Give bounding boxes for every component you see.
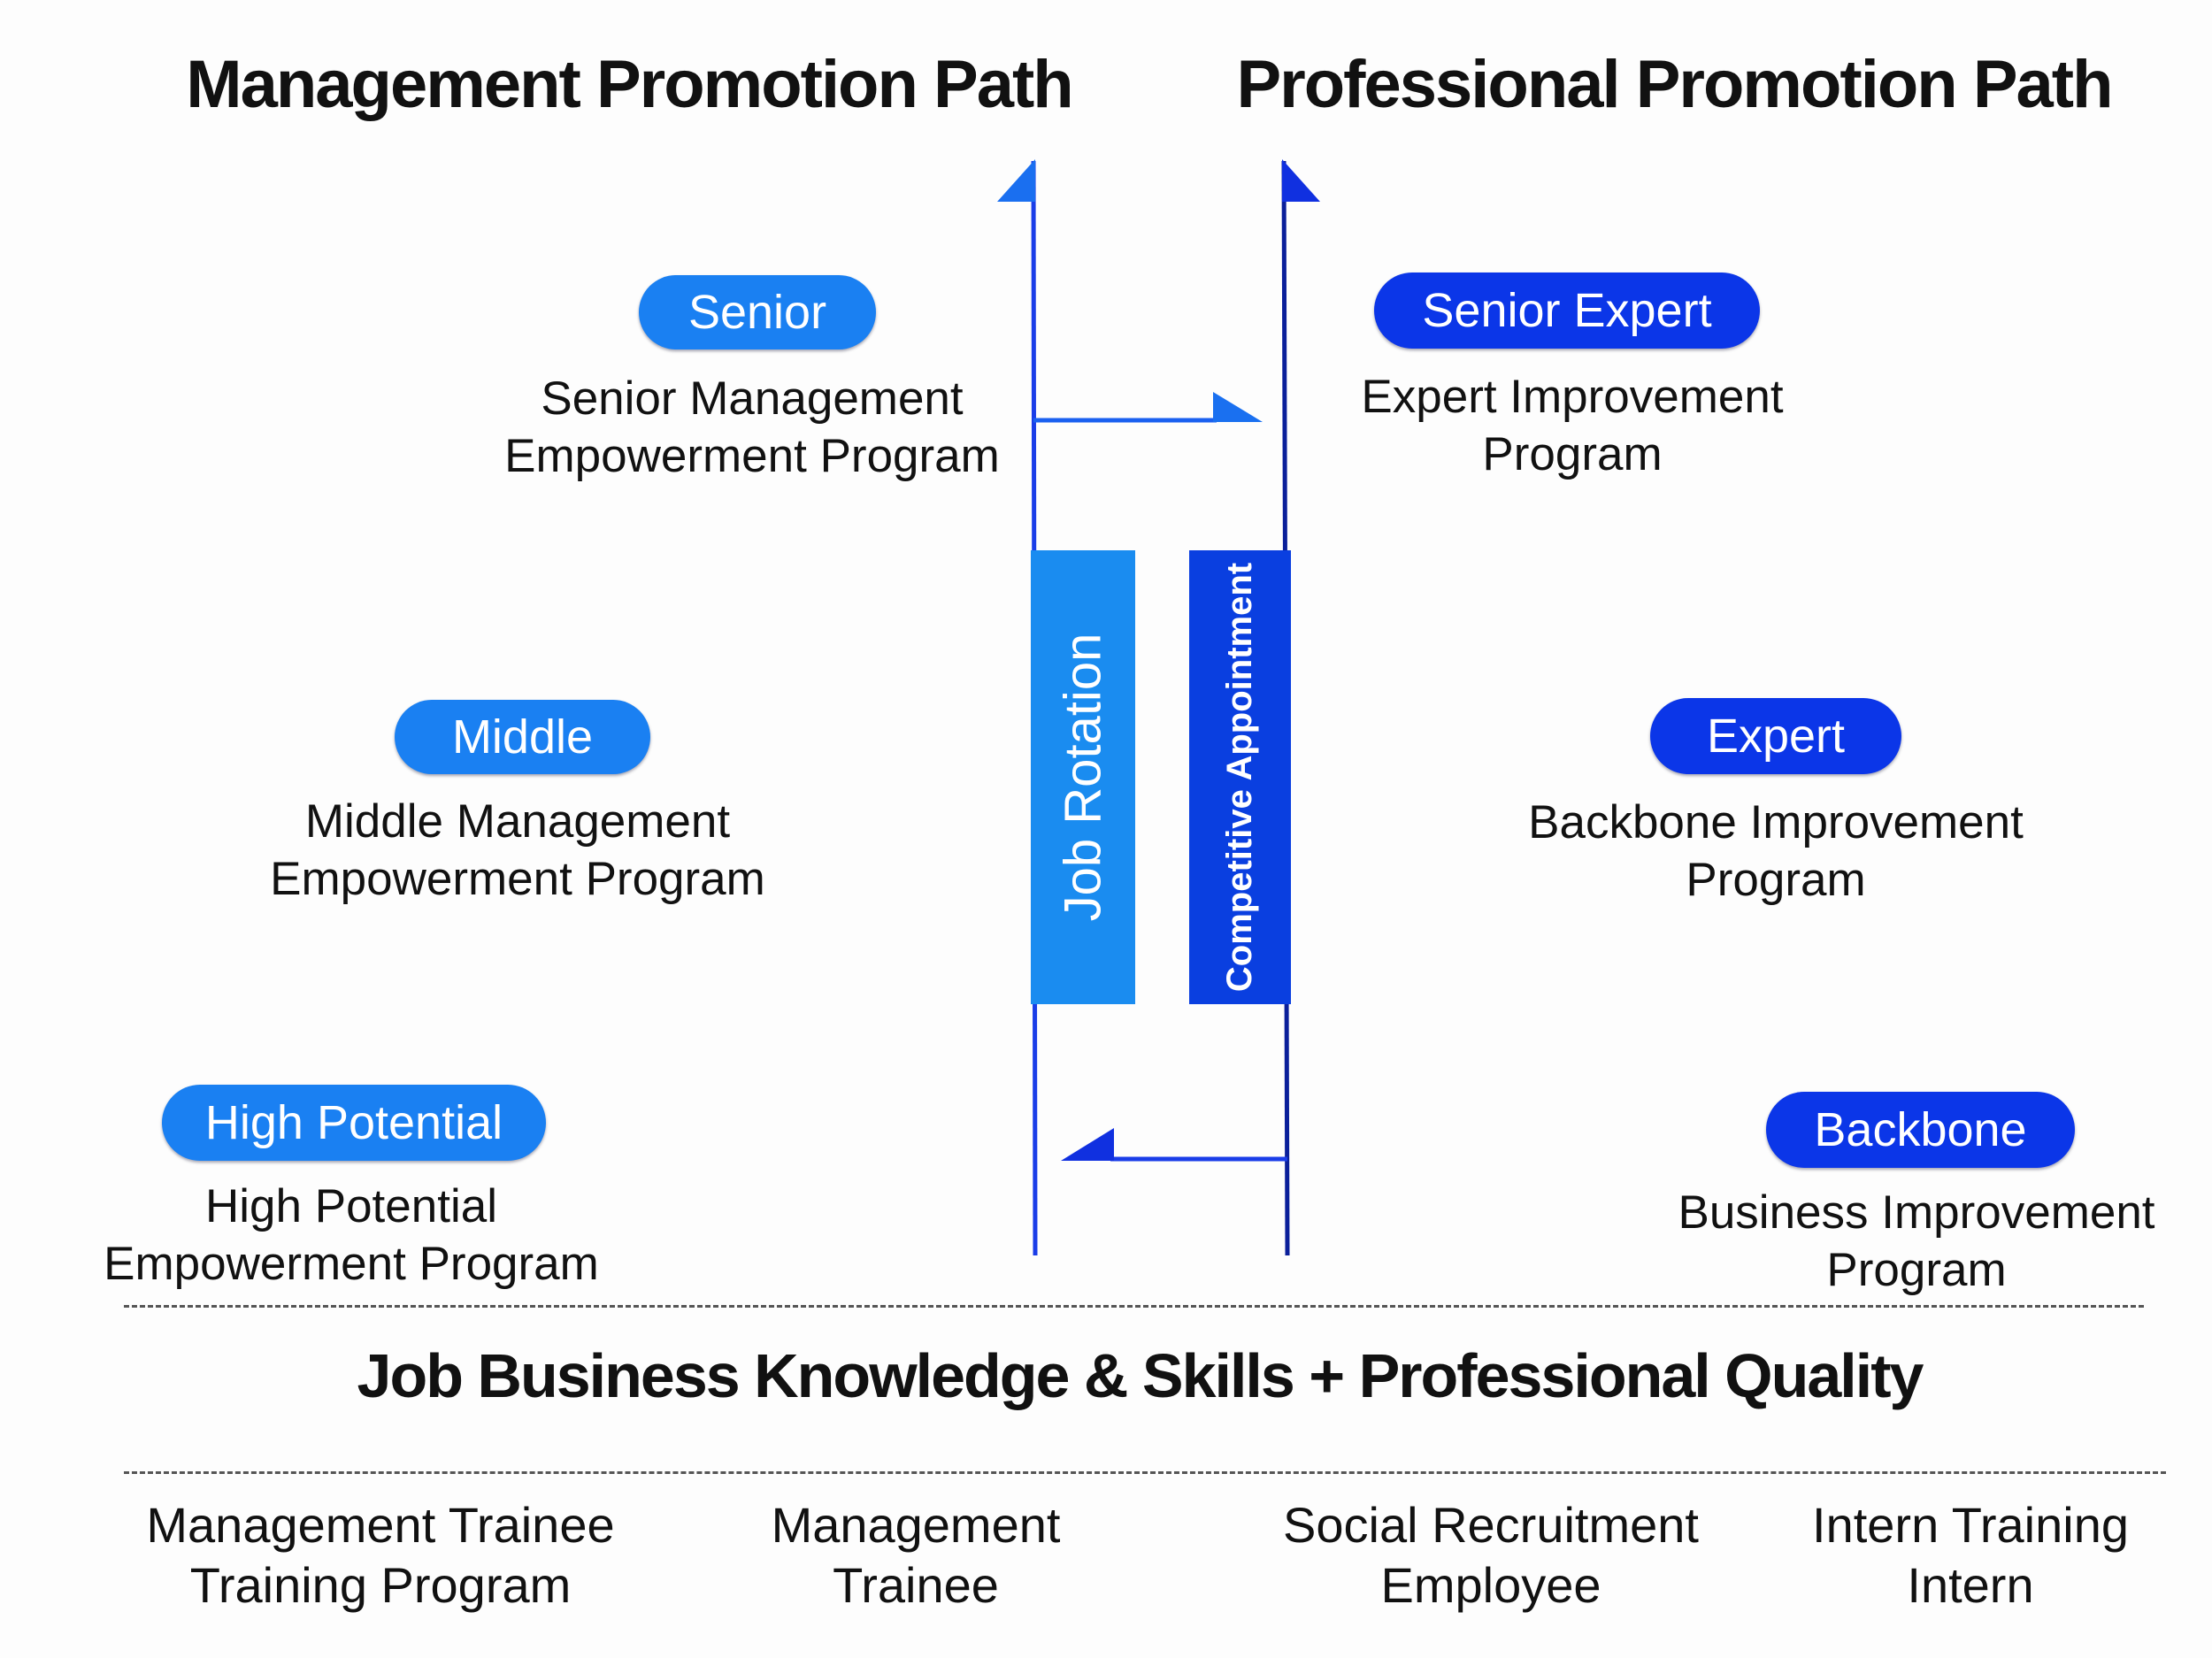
program-line: Business Improvement xyxy=(1678,1186,2155,1239)
program-line: Senior Management xyxy=(541,372,964,425)
entry-management-trainee-program: Management Trainee Training Program xyxy=(146,1495,614,1616)
program-line: Expert Improvement xyxy=(1361,371,1784,423)
competitive-appointment-label: Competitive Appointment xyxy=(1220,562,1259,993)
program-line: Empowerment Program xyxy=(270,853,765,905)
entry-line: Training Program xyxy=(189,1557,572,1613)
senior-program: Senior Management Empowerment Program xyxy=(504,370,1000,485)
program-line: Program xyxy=(1482,428,1663,480)
badge-senior-expert: Senior Expert xyxy=(1374,272,1760,349)
competitive-appointment-box: Competitive Appointment xyxy=(1189,550,1291,1004)
to-professional-arrow xyxy=(1033,392,1263,423)
program-line: Program xyxy=(1826,1244,2007,1296)
divider-bottom xyxy=(124,1471,2166,1474)
job-rotation-box: Job Rotation xyxy=(1031,550,1135,1004)
management-path-arrow xyxy=(997,159,1038,1256)
badge-high-potential: High Potential xyxy=(162,1085,546,1161)
program-line: Program xyxy=(1686,854,1866,906)
high-potential-program: High Potential Empowerment Program xyxy=(104,1178,599,1293)
program-line: Empowerment Program xyxy=(504,430,1000,482)
foundation-text: Job Business Knowledge & Skills + Profes… xyxy=(357,1341,1924,1410)
entry-intern: Intern Training Intern xyxy=(1812,1495,2129,1616)
to-management-arrow xyxy=(1061,1128,1287,1162)
divider-top xyxy=(124,1305,2144,1308)
badge-senior: Senior xyxy=(639,275,876,349)
backbone-program: Business Improvement Program xyxy=(1678,1184,2154,1299)
badge-middle: Middle xyxy=(395,700,650,774)
program-line: Middle Management xyxy=(304,795,731,848)
job-rotation-label: Job Rotation xyxy=(1054,633,1112,922)
program-line: Backbone Improvement xyxy=(1528,796,2024,848)
entry-line: Intern xyxy=(1907,1557,2034,1613)
entry-line: Management Trainee xyxy=(146,1497,615,1553)
badge-expert: Expert xyxy=(1650,698,1901,774)
program-line: Empowerment Program xyxy=(104,1238,599,1290)
badge-backbone: Backbone xyxy=(1766,1092,2075,1168)
entry-line: Management xyxy=(771,1497,1061,1553)
entry-management-trainee: Management Trainee xyxy=(772,1495,1061,1616)
entry-line: Intern Training xyxy=(1812,1497,2129,1553)
entry-line: Trainee xyxy=(833,1557,999,1613)
senior-expert-program: Expert Improvement Program xyxy=(1361,368,1783,483)
expert-program: Backbone Improvement Program xyxy=(1528,794,2024,909)
middle-program: Middle Management Empowerment Program xyxy=(270,793,765,908)
management-path-title: Management Promotion Path xyxy=(186,47,1073,122)
entry-social-recruitment: Social Recruitment Employee xyxy=(1283,1495,1699,1616)
program-line: High Potential xyxy=(205,1180,497,1232)
entry-line: Social Recruitment xyxy=(1283,1497,1699,1553)
entry-line: Employee xyxy=(1380,1557,1601,1613)
professional-path-title: Professional Promotion Path xyxy=(1236,47,2113,122)
